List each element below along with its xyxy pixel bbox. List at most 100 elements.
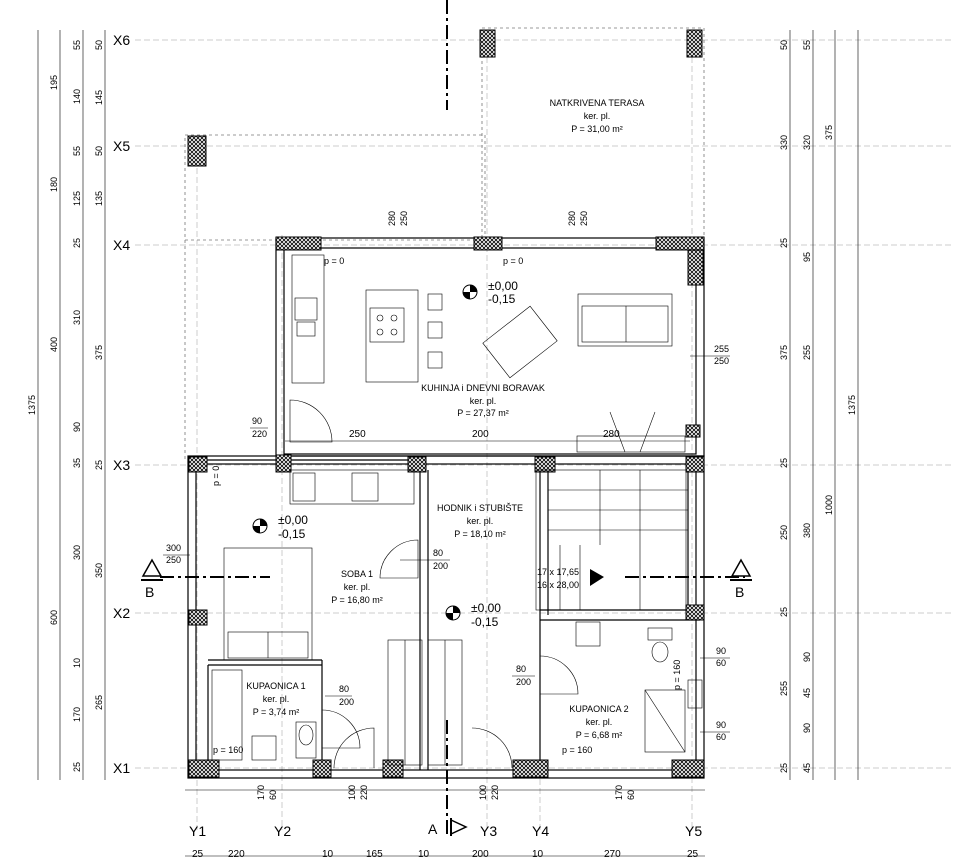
svg-text:50: 50 xyxy=(94,146,104,156)
level-hodnik-bottom: -0,15 xyxy=(471,615,499,629)
level-kuhinja-bottom: -0,15 xyxy=(488,292,516,306)
svg-text:200: 200 xyxy=(339,697,354,707)
room-kup2-area: P = 6,68 m² xyxy=(576,730,623,740)
svg-text:280: 280 xyxy=(387,211,397,226)
parapet-kuhinja-2: p = 0 xyxy=(503,256,523,266)
svg-text:320: 320 xyxy=(802,135,812,150)
svg-text:380: 380 xyxy=(802,523,812,538)
opening-labels: 90 220 80 200 80 200 80 200 90 60 90 60 … xyxy=(163,211,730,800)
svg-text:300: 300 xyxy=(166,543,181,553)
stairs-line2: 16 x 28,00 xyxy=(537,580,579,590)
svg-text:375: 375 xyxy=(779,345,789,360)
svg-text:375: 375 xyxy=(94,345,104,360)
svg-text:195: 195 xyxy=(49,75,59,90)
svg-text:90: 90 xyxy=(716,720,726,730)
svg-text:25: 25 xyxy=(72,238,82,248)
svg-text:80: 80 xyxy=(433,548,443,558)
svg-text:250: 250 xyxy=(579,211,589,226)
room-terasa-floor: ker. pl. xyxy=(584,111,611,121)
svg-text:90: 90 xyxy=(252,416,262,426)
room-kup1-floor: ker. pl. xyxy=(263,694,290,704)
section-b-right-label: B xyxy=(735,584,744,600)
svg-text:250: 250 xyxy=(166,555,181,565)
room-hodnik-floor: ker. pl. xyxy=(467,516,494,526)
svg-text:300: 300 xyxy=(72,545,82,560)
axis-y3: Y3 xyxy=(480,823,497,839)
svg-text:60: 60 xyxy=(268,790,278,800)
axis-y2: Y2 xyxy=(274,823,291,839)
level-labels: ±0,00 -0,15 ±0,00 -0,15 ±0,00 -0,15 xyxy=(278,279,518,629)
axis-y1: Y1 xyxy=(189,823,206,839)
parapet-kup1: p = 160 xyxy=(213,745,243,755)
svg-text:60: 60 xyxy=(716,732,726,742)
svg-text:220: 220 xyxy=(228,849,245,860)
room-soba-area: P = 16,80 m² xyxy=(331,595,383,605)
svg-text:80: 80 xyxy=(516,664,526,674)
svg-text:90: 90 xyxy=(802,723,812,733)
svg-text:25: 25 xyxy=(72,762,82,772)
svg-text:10: 10 xyxy=(72,658,82,668)
svg-text:60: 60 xyxy=(716,658,726,668)
svg-text:55: 55 xyxy=(72,146,82,156)
interior-dimension-labels: 250 200 280 xyxy=(349,429,620,440)
svg-text:90: 90 xyxy=(802,652,812,662)
svg-text:90: 90 xyxy=(716,646,726,656)
svg-text:140: 140 xyxy=(72,89,82,104)
axis-x4: X4 xyxy=(113,237,130,253)
section-b-left-label: B xyxy=(145,584,154,600)
svg-text:170: 170 xyxy=(72,707,82,722)
level-hodnik-top: ±0,00 xyxy=(471,601,501,615)
svg-text:10: 10 xyxy=(418,849,430,860)
door-swings xyxy=(289,399,579,769)
svg-text:10: 10 xyxy=(532,849,544,860)
svg-text:35: 35 xyxy=(72,458,82,468)
svg-text:25: 25 xyxy=(192,849,204,860)
parapet-kup2-side: p = 160 xyxy=(672,660,682,690)
svg-text:250: 250 xyxy=(399,211,409,226)
room-kup2-name: KUPAONICA 2 xyxy=(569,704,628,714)
svg-text:80: 80 xyxy=(339,684,349,694)
svg-text:200: 200 xyxy=(433,561,448,571)
svg-text:200: 200 xyxy=(472,849,489,860)
svg-text:400: 400 xyxy=(49,337,59,352)
room-kup1-area: P = 3,74 m² xyxy=(253,707,300,717)
svg-text:45: 45 xyxy=(802,688,812,698)
parapet-kuhinja: p = 0 xyxy=(324,256,344,266)
svg-text:25: 25 xyxy=(94,460,104,470)
svg-text:220: 220 xyxy=(490,785,500,800)
room-hodnik-area: P = 18,10 m² xyxy=(454,529,506,539)
svg-text:250: 250 xyxy=(349,429,366,440)
axis-x2: X2 xyxy=(113,605,130,621)
level-symbols xyxy=(252,284,478,621)
axis-x1: X1 xyxy=(113,760,130,776)
svg-text:200: 200 xyxy=(472,429,489,440)
axis-x3: X3 xyxy=(113,457,130,473)
room-terasa-area: P = 31,00 m² xyxy=(571,124,623,134)
svg-text:60: 60 xyxy=(626,790,636,800)
svg-text:250: 250 xyxy=(714,356,729,366)
svg-text:1375: 1375 xyxy=(27,395,37,415)
furniture xyxy=(211,254,703,766)
svg-text:310: 310 xyxy=(72,310,82,325)
svg-text:125: 125 xyxy=(72,191,82,206)
svg-text:200: 200 xyxy=(516,677,531,687)
grid-axis-labels: X6 X5 X4 X3 X2 X1 Y1 Y2 Y3 Y4 Y5 xyxy=(113,32,702,839)
room-kuhinja-name: KUHINJA i DNEVNI BORAVAK xyxy=(421,383,545,393)
svg-text:55: 55 xyxy=(802,40,812,50)
svg-text:145: 145 xyxy=(94,90,104,105)
svg-text:165: 165 xyxy=(366,849,383,860)
room-labels: NATKRIVENA TERASA ker. pl. P = 31,00 m² … xyxy=(246,98,644,740)
svg-text:170: 170 xyxy=(614,785,624,800)
section-lines xyxy=(160,0,745,835)
level-soba-top: ±0,00 xyxy=(278,513,308,527)
svg-text:100: 100 xyxy=(478,785,488,800)
right-dimension-labels: 50 25 25 25 90 45 90 25 45 55 330 95 255… xyxy=(779,40,857,773)
room-kup1-name: KUPAONICA 1 xyxy=(246,681,305,691)
svg-text:25: 25 xyxy=(779,238,789,248)
level-kuhinja-top: ±0,00 xyxy=(488,279,518,293)
svg-text:95: 95 xyxy=(802,252,812,262)
axis-y4: Y4 xyxy=(532,823,549,839)
axis-x5: X5 xyxy=(113,138,130,154)
svg-text:25: 25 xyxy=(779,607,789,617)
